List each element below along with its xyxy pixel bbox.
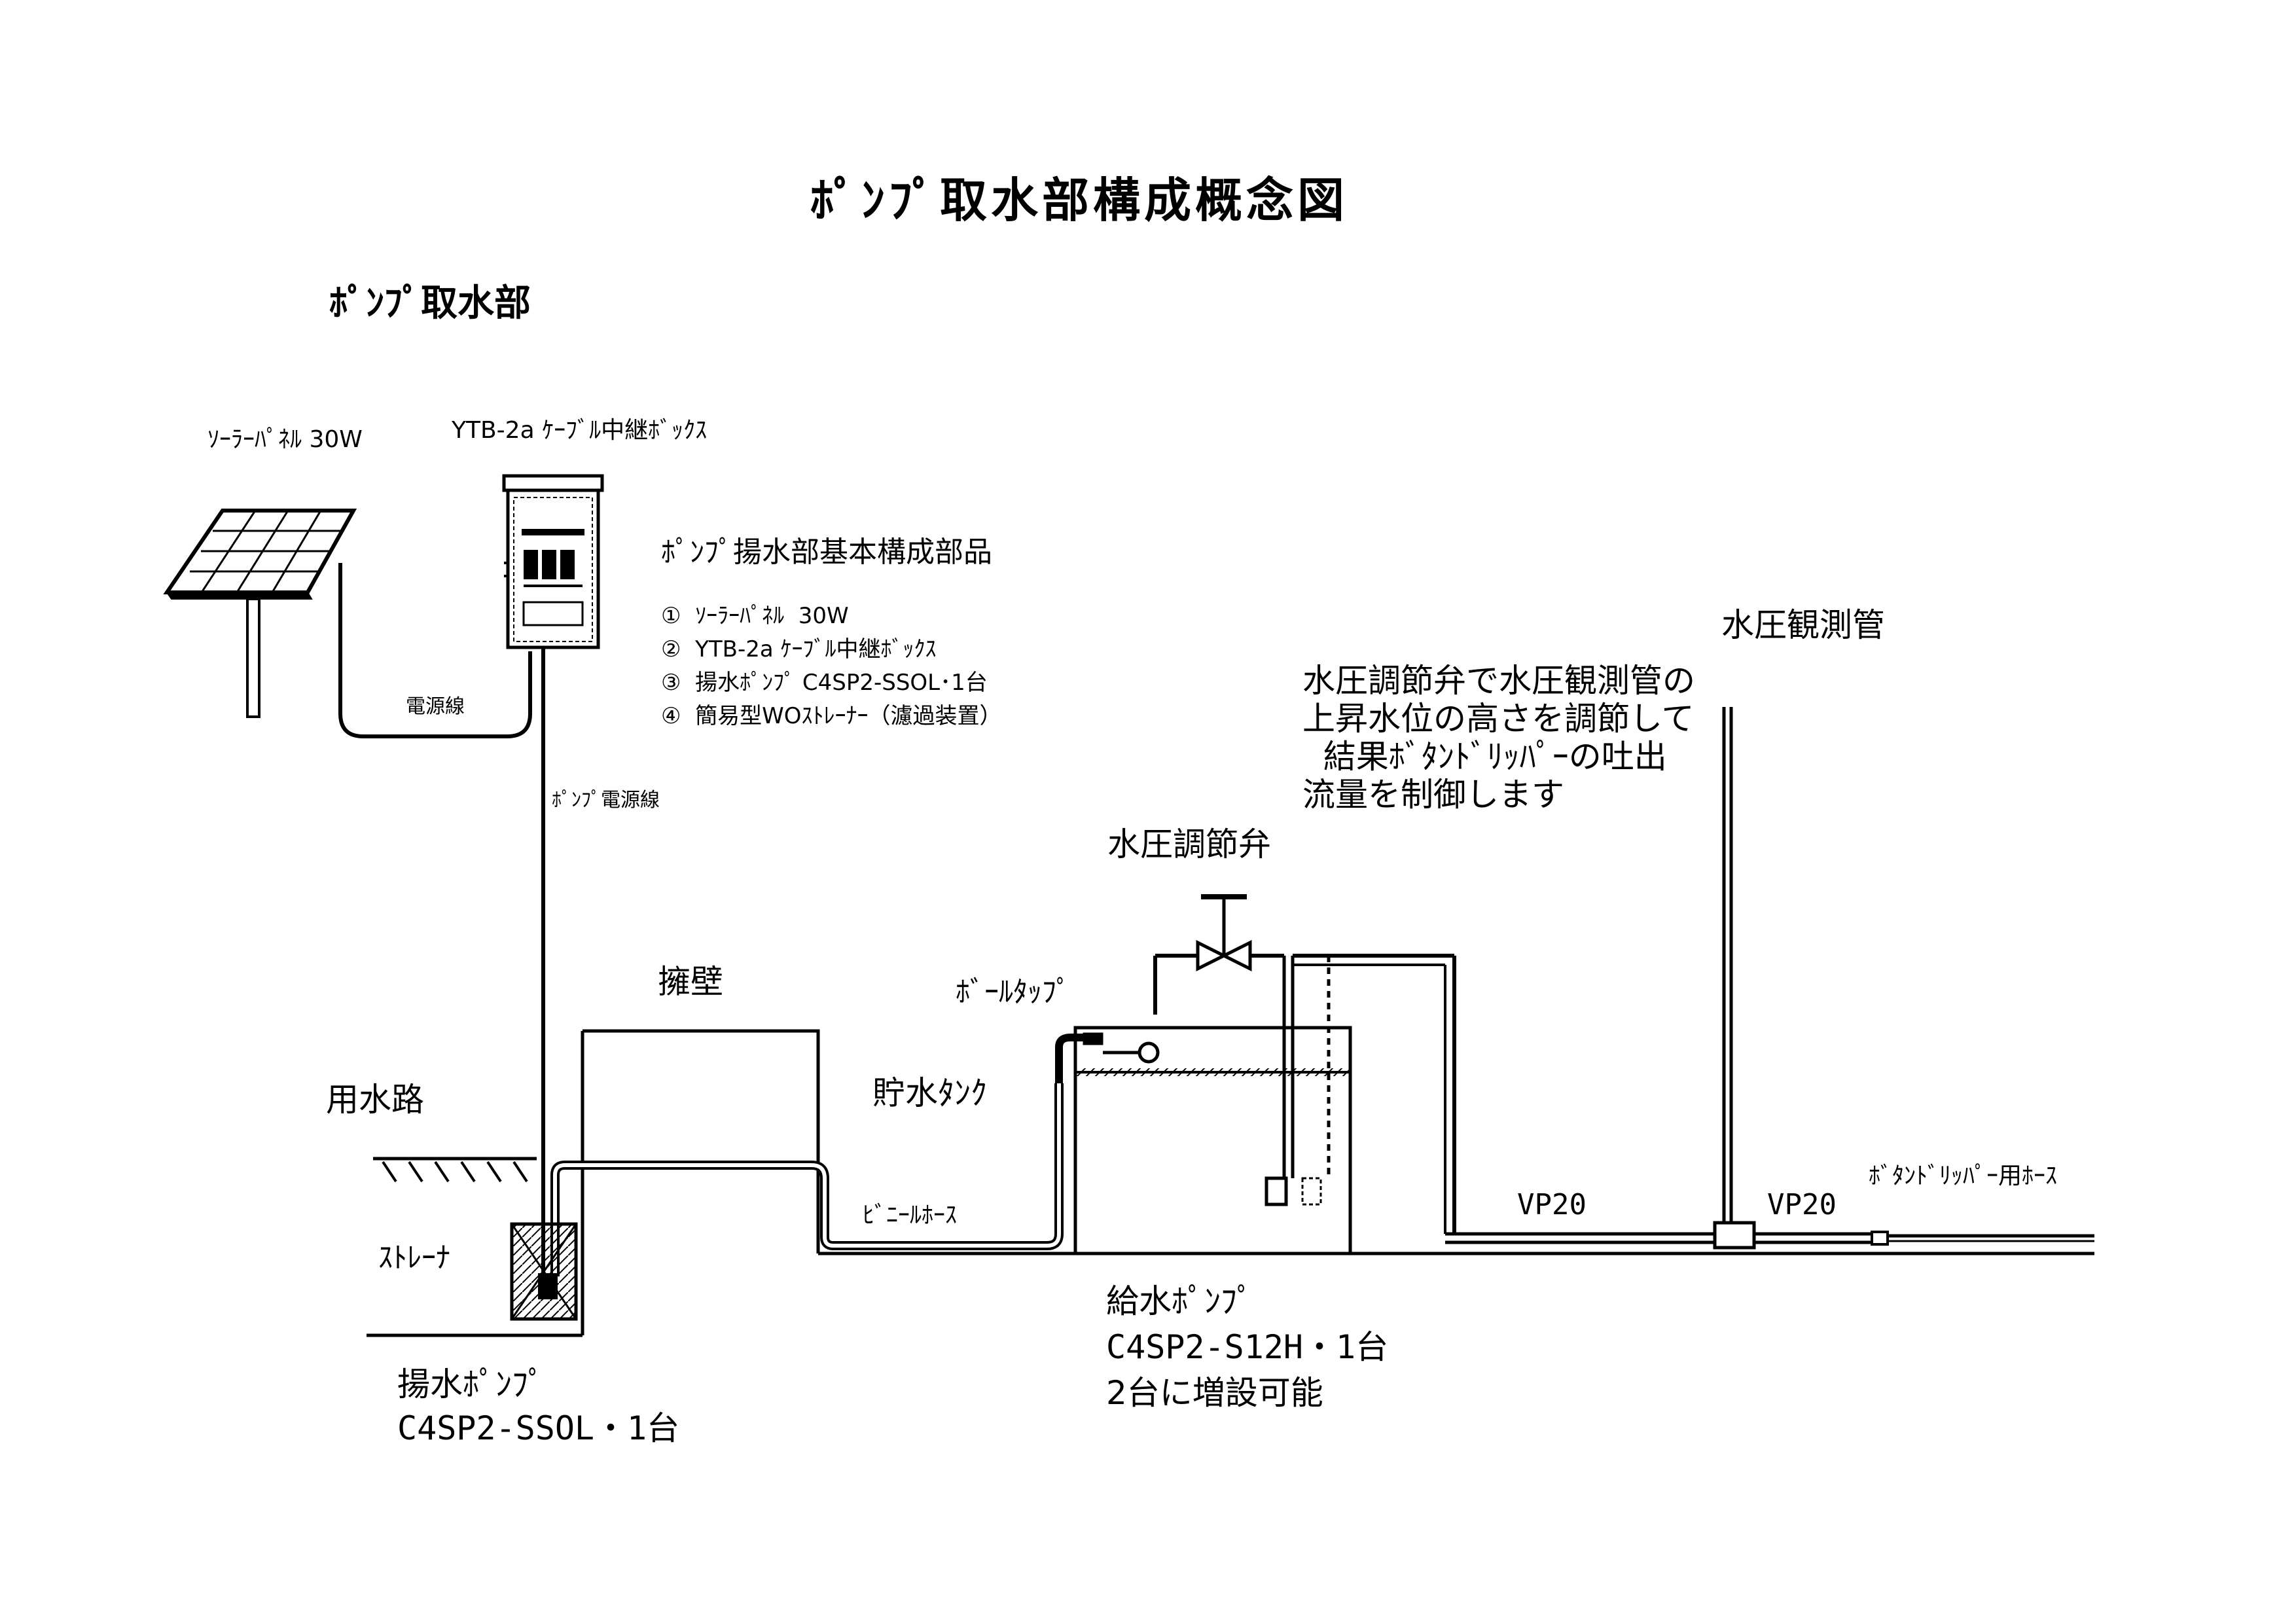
component-item-1: ① ｿｰﾗｰﾊﾟﾈﾙ 30W: [661, 603, 849, 629]
strainer-label: ｽﾄﾚｰﾅ: [378, 1241, 450, 1274]
vp20-label-b: VP20: [1767, 1188, 1837, 1221]
power-cable: [338, 563, 532, 738]
description-line-4: 流量を制御します: [1302, 776, 1564, 814]
ball-tap: [1055, 1032, 1160, 1083]
lift-pump-label-2: C4SP2-SSOL・1台: [397, 1409, 680, 1447]
vp20-pipe: [1445, 1231, 2094, 1246]
component-item-4: ④ 簡易型WOｽﾄﾚｰﾅｰ（濾過装置）: [661, 703, 1002, 729]
supply-pump: [1265, 956, 1331, 1206]
component-item-2: ② YTB-2a ｹｰﾌﾞﾙ中継ﾎﾞｯｸｽ: [661, 636, 937, 662]
description-line-1: 水圧調節弁で水圧観測管の: [1302, 662, 1695, 700]
pump-power-cable-label: ﾎﾟﾝﾌﾟ電源線: [552, 789, 660, 812]
component-item-3: ③ 揚水ﾎﾟﾝﾌﾟ C4SP2-SSOL･1台: [661, 670, 988, 696]
lift-pump-label-1: 揚水ﾎﾟﾝﾌﾟ: [397, 1365, 545, 1403]
pressure-valve: [1153, 894, 1456, 1234]
pressure-valve-label: 水圧調節弁: [1107, 825, 1271, 863]
solar-panel: [163, 509, 357, 718]
vp20-label-a: VP20: [1517, 1188, 1587, 1221]
vinyl-hose-label: ﾋﾞﾆｰﾙﾎｰｽ: [863, 1202, 957, 1229]
strainer: [510, 1222, 578, 1321]
cable-relay-box: [502, 474, 604, 649]
supply-pump-label-2: C4SP2-S12H・1台: [1106, 1328, 1389, 1366]
lift-pump: [538, 1273, 558, 1299]
power-cable-label: 電源線: [406, 695, 465, 718]
storage-tank: [1073, 1026, 1352, 1255]
ball-tap-label: ﾎﾞｰﾙﾀｯﾌﾟ: [956, 975, 1071, 1009]
waterway-label: 用水路: [326, 1081, 424, 1119]
components-heading: ﾎﾟﾝﾌﾟ揚水部基本構成部品: [661, 535, 992, 569]
drip-hose-label: ﾎﾞﾀﾝﾄﾞﾘｯﾊﾟｰ用ﾎｰｽ: [1869, 1163, 2057, 1189]
section-title: ﾎﾟﾝﾌﾟ取水部: [329, 282, 531, 325]
storage-tank-label: 貯水ﾀﾝｸ: [872, 1074, 987, 1112]
retaining-wall-label: 擁壁: [658, 963, 723, 1001]
cable-box-label: YTB-2a ｹｰﾌﾞﾙ中継ﾎﾞｯｸｽ: [452, 417, 708, 444]
waterway: [367, 1031, 584, 1337]
solar-panel-label: ｿｰﾗｰﾊﾟﾈﾙ 30W: [207, 426, 363, 453]
description-line-2: 上昇水位の高さを調節して: [1302, 700, 1695, 738]
supply-pump-label-3: 2台に増設可能: [1106, 1374, 1323, 1412]
observation-pipe-label: 水圧観測管: [1721, 606, 1885, 644]
retaining-wall: [583, 1029, 2094, 1255]
description-line-3: 結果ﾎﾞﾀﾝﾄﾞﾘｯﾊﾟｰの吐出: [1302, 738, 1667, 776]
page-title: ﾎﾟﾝﾌﾟ取水部構成概念図: [810, 173, 1349, 228]
observation-pipe: [1713, 707, 1756, 1250]
supply-pump-label-1: 給水ﾎﾟﾝﾌﾟ: [1106, 1282, 1253, 1320]
